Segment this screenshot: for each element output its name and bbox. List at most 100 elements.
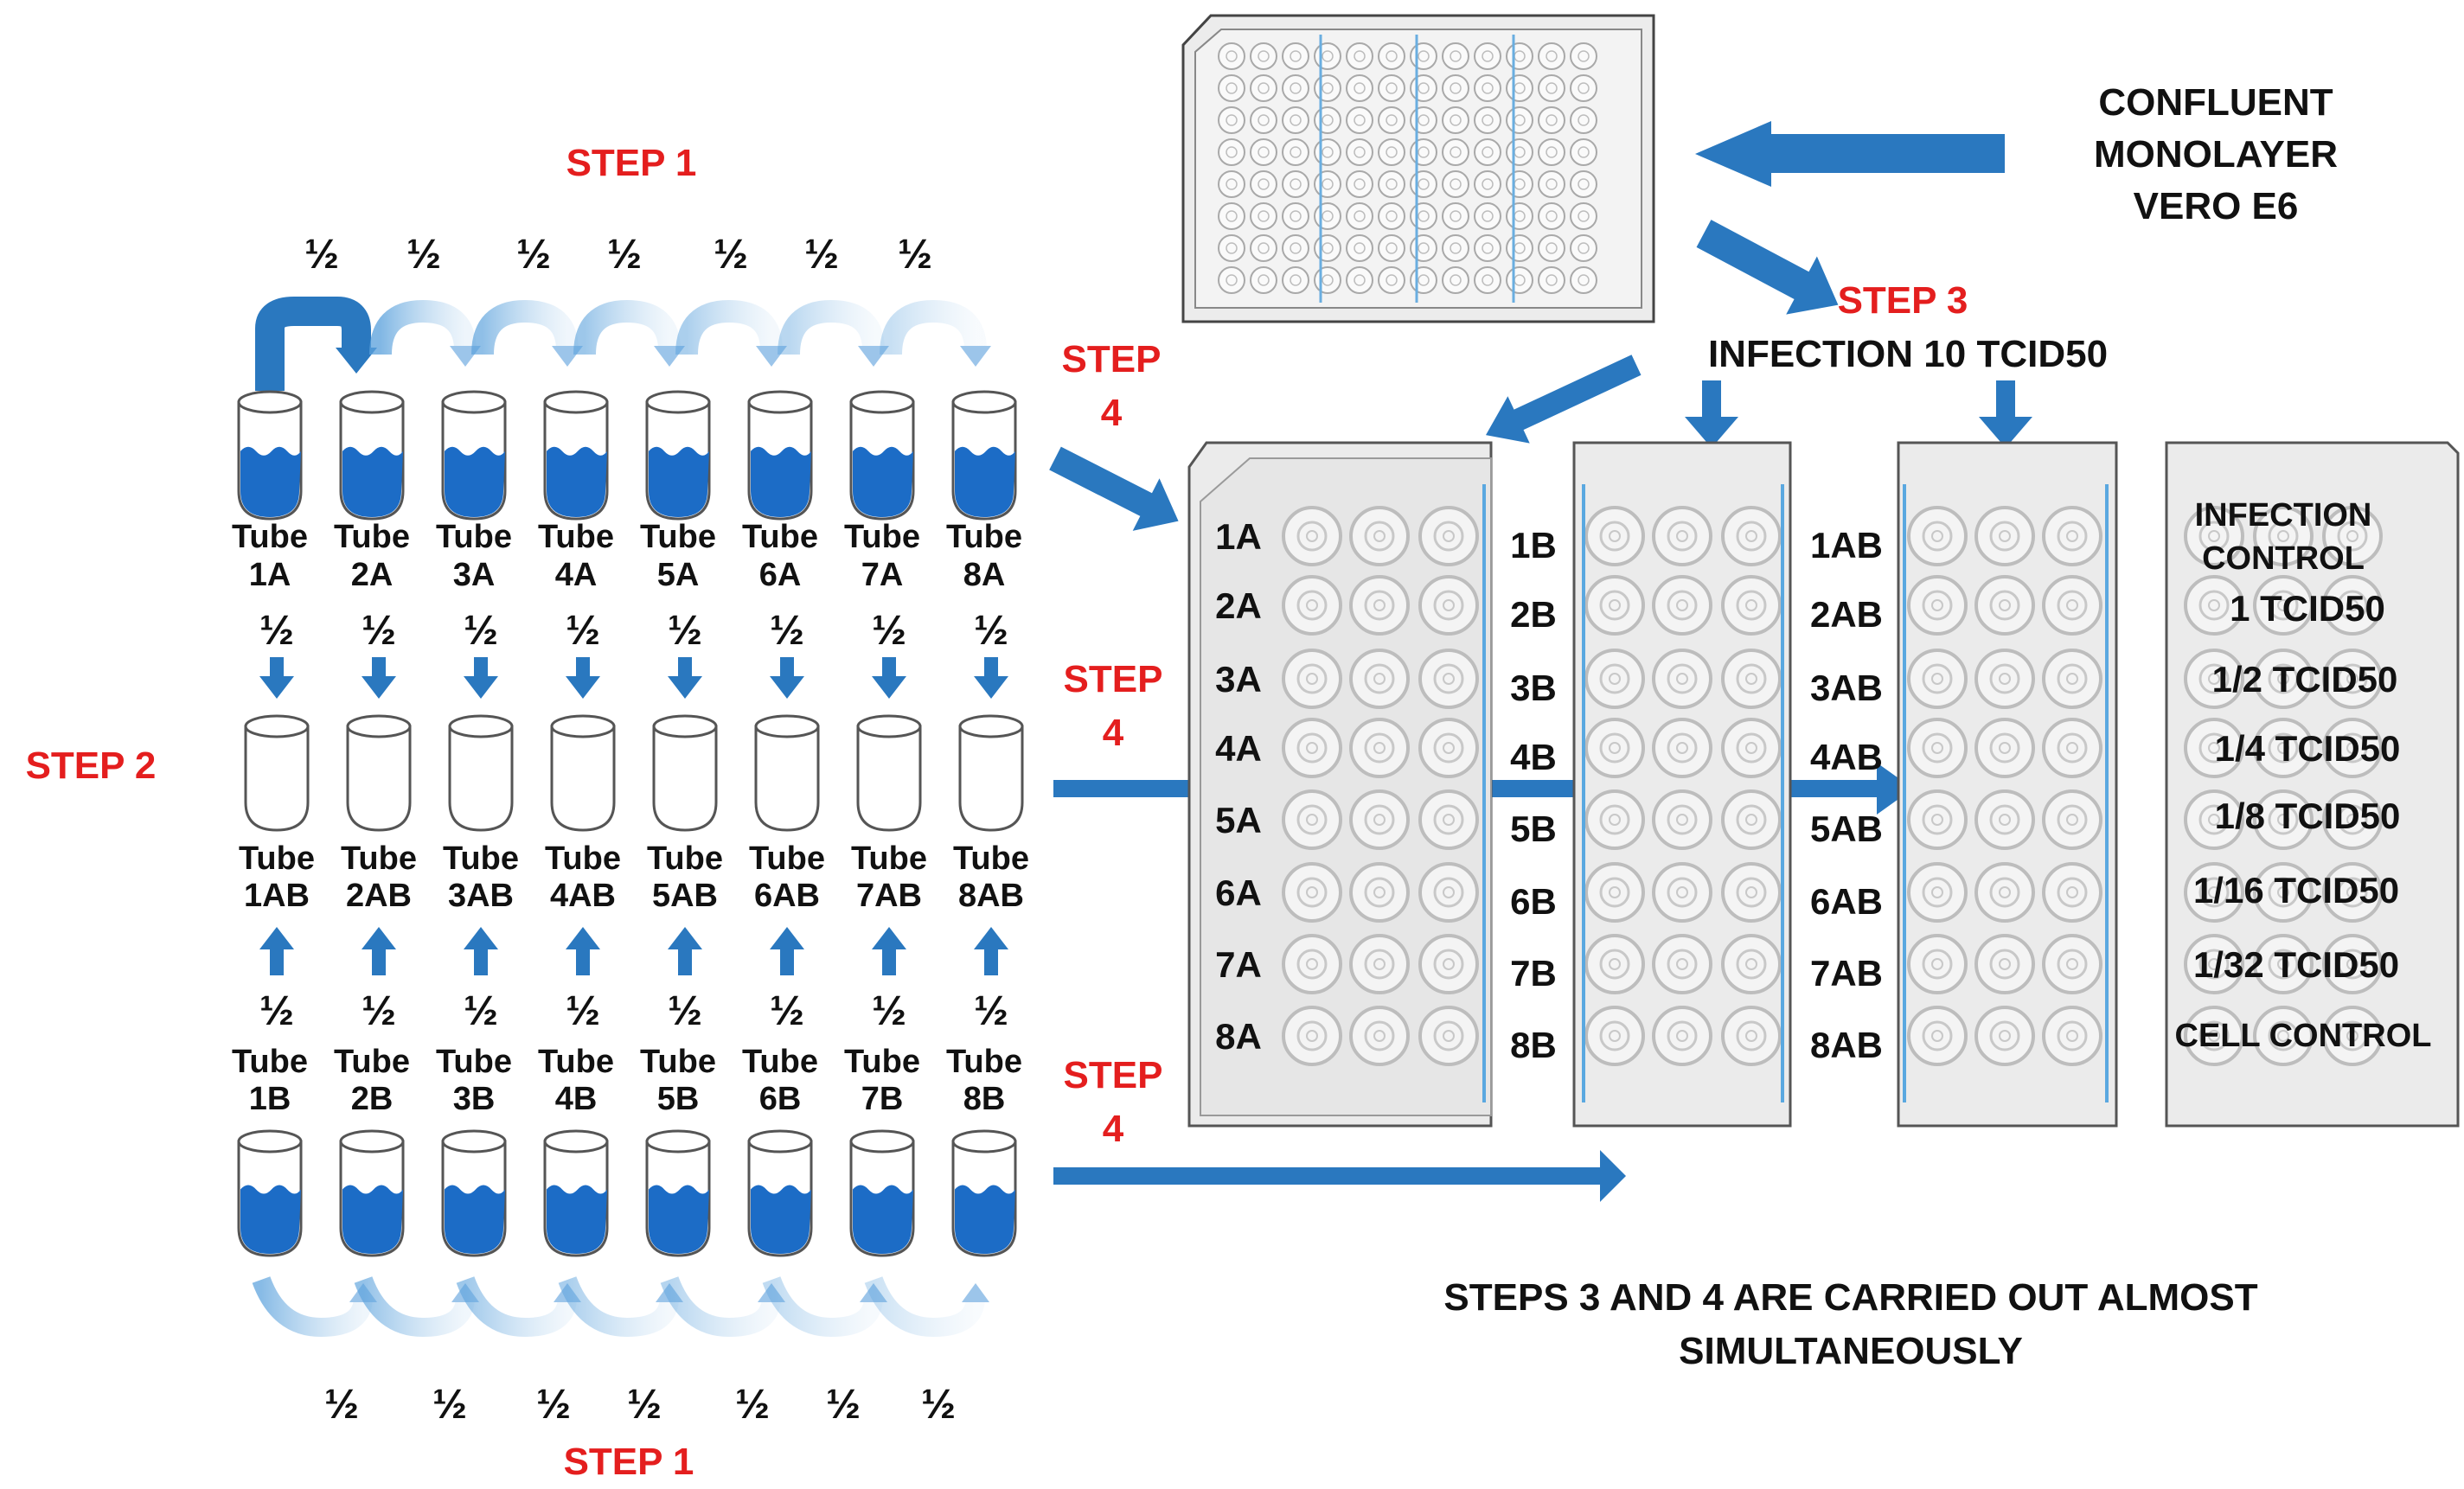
plate-well [1721,789,1782,850]
tube-label-id: 7A [861,557,904,593]
infection-arrow-plate-a [1485,355,1642,444]
dilution-half-b-ab: ½ [872,988,906,1034]
step1-label-top: STEP 1 [566,142,697,184]
plate-well [1418,718,1479,778]
dilution-half-top: ½ [304,232,339,278]
plate-well [1721,718,1782,778]
up-arrow [872,927,906,975]
plate-well [2042,1006,2102,1066]
dilution-half-b-ab: ½ [259,988,294,1034]
tube-label-word: Tube [334,1044,410,1080]
tube-8B [951,1129,1017,1257]
dilution-arc [573,299,681,355]
source-well [1506,138,1533,166]
source-well [1218,138,1245,166]
plate-well [2042,718,2102,778]
plate-well [1652,506,1712,566]
source-well [1346,106,1373,134]
up-arrow [259,927,294,975]
infection-label: INFECTION 10 TCID50 [1708,333,2108,375]
plate-well [1349,718,1410,778]
source-well [1538,202,1565,230]
plate-well [1418,862,1479,923]
tube-label-id: 7AB [856,878,922,914]
plate-well [1974,934,2035,994]
step4-b-word: STEP [1064,1054,1163,1096]
tube-4A [543,390,609,521]
plate-label-a: 1A [1215,516,1262,557]
tube-row-b [237,1129,1017,1257]
plate-well [1721,1006,1782,1066]
dilution-half-top: ½ [406,232,441,278]
dilution-arc [558,1275,679,1338]
plate-well [1652,934,1712,994]
source-well [1378,106,1405,134]
plate-well [2253,718,2314,778]
dilution-arc [354,1275,475,1338]
plate-label-ab: 4AB [1810,737,1883,777]
source-well [1314,42,1341,70]
tube-7B [849,1129,915,1257]
plate-well [1721,934,1782,994]
plate-well [1282,1006,1342,1066]
dilution-half-a-ab: ½ [566,608,600,654]
tube-2AB [346,714,412,832]
serial-dilution-arrows-bottom [252,1275,989,1338]
tube-label-word: Tube [538,1044,614,1080]
source-well [1442,202,1469,230]
source-well [1506,170,1533,198]
source-well [1218,266,1245,294]
plate-well [2042,506,2102,566]
source-well [1346,138,1373,166]
plate-well [2184,1006,2244,1066]
dilution-arc [456,1275,577,1338]
source-well [1410,42,1437,70]
step4-number: 4 [1103,712,1124,754]
tube-7A [849,390,915,521]
dilution-half-bottom: ½ [921,1382,956,1428]
source-well [1346,42,1373,70]
up-arrow [566,927,600,975]
tube-label-id: 6A [759,557,802,593]
source-well [1474,74,1501,102]
plate-strip-a [1187,441,1493,1128]
plate-label-ab: 1AB [1810,525,1883,566]
up-arrow [770,927,804,975]
dilution-arc [471,299,579,355]
step3-label: STEP 3 [1838,279,1968,322]
source-well [1346,234,1373,262]
source-well [1250,106,1277,134]
plate-well [2042,649,2102,709]
dilution-half-a-ab: ½ [464,608,498,654]
dilution-arc [880,299,987,355]
plate-well [1418,789,1479,850]
down-arrow [668,657,702,699]
plate-well [1974,506,2035,566]
tube-3AB [448,714,514,832]
source-well [1410,170,1437,198]
source-well [1282,106,1309,134]
source-well [1538,74,1565,102]
dilution-half-top: ½ [898,232,932,278]
dilution-arc [252,1275,373,1338]
tube-label-id: 1AB [244,878,310,914]
plate-well [1907,934,1968,994]
control-label: CELL CONTROL [2175,1018,2432,1054]
plate-well [2253,934,2314,994]
tube-label-id: 4AB [550,878,616,914]
footnote-line1: STEPS 3 AND 4 ARE CARRIED OUT ALMOST [1443,1276,2257,1319]
up-arrow [974,927,1008,975]
plate-label-b: 2B [1510,594,1557,635]
dilution-half-bottom: ½ [735,1382,770,1428]
tube-label-word: Tube [844,1044,920,1080]
plate-well [2322,718,2383,778]
dilution-half-a-ab: ½ [668,608,702,654]
source-well [1314,202,1341,230]
control-label: 1/2 TCID50 [2212,659,2398,700]
source-well [1282,138,1309,166]
